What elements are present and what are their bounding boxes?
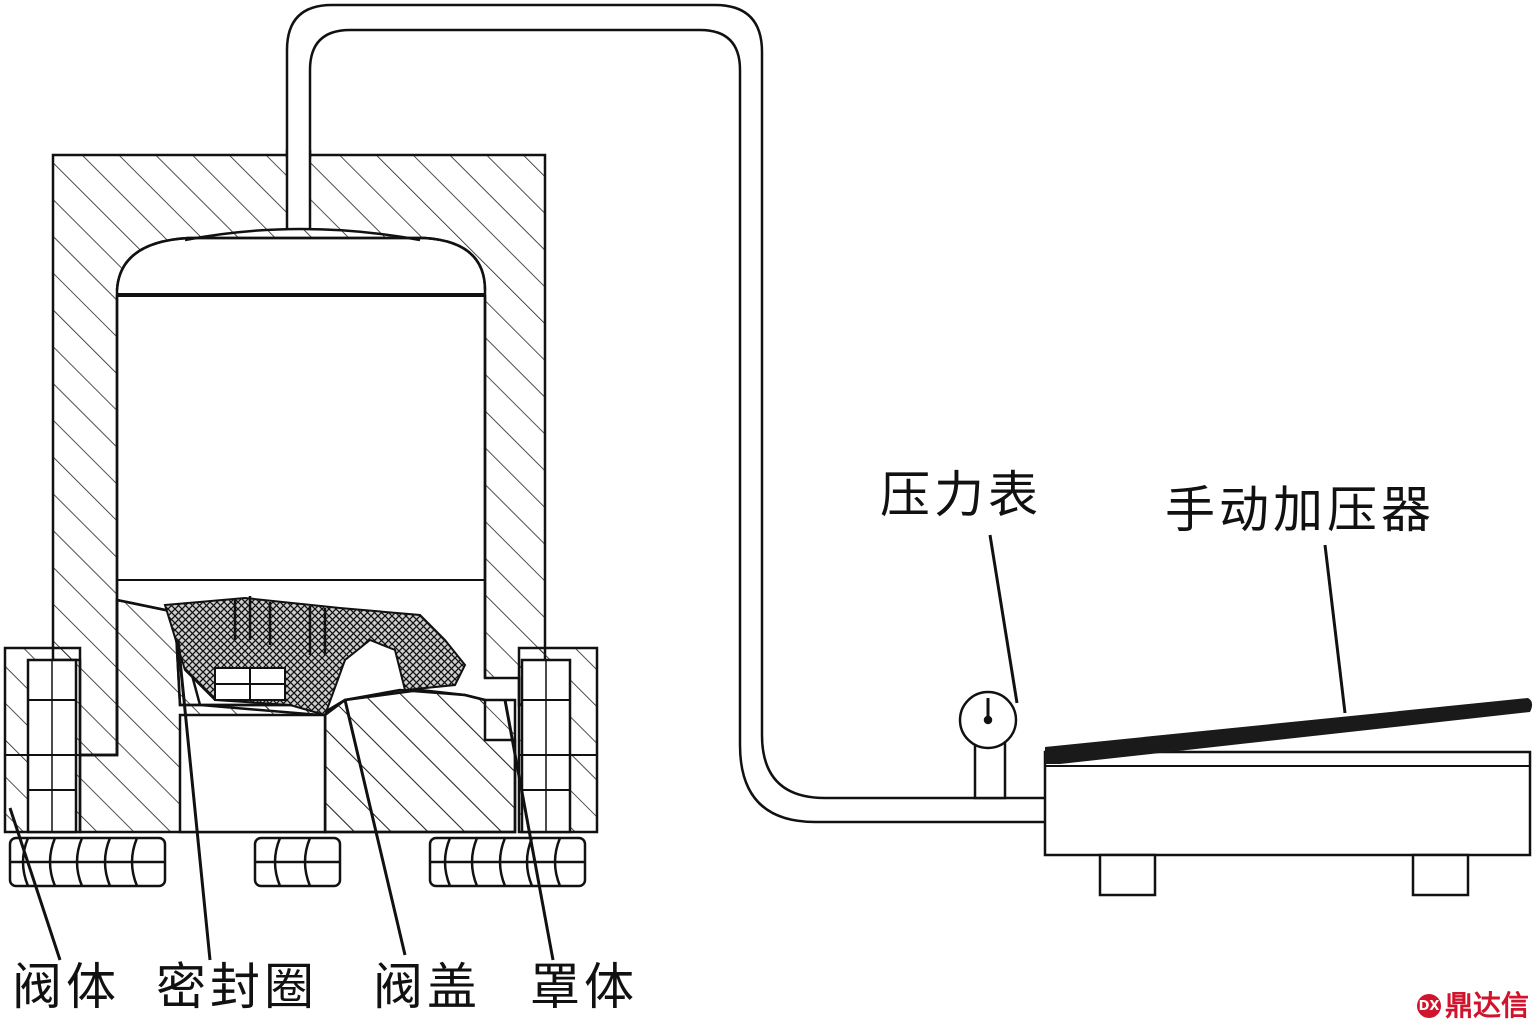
valve-assembly [3, 150, 599, 888]
label-bonnet: 阀盖 [373, 958, 481, 1016]
nut-group-left [8, 836, 167, 888]
pressure-gauge-device [958, 690, 1018, 800]
leader-lines [8, 534, 1347, 961]
label-manual-pump: 手动加压器 [1165, 481, 1435, 539]
badge-logo-icon: DX [1416, 994, 1441, 1018]
manual-pump-device [1043, 698, 1533, 897]
label-seal-ring: 密封圈 [156, 958, 318, 1016]
nut-group-center [253, 836, 342, 888]
label-cover: 罩体 [530, 958, 638, 1016]
label-valve-body: 阀体 [12, 958, 120, 1016]
pressure-pipe [285, 3, 1045, 824]
nut-group-right [428, 836, 587, 888]
pump-lever [1045, 698, 1533, 764]
watermark: DX 鼎达信 [1416, 989, 1529, 1022]
label-pressure-gauge: 压力表 [880, 466, 1042, 524]
watermark-text: 鼎达信 [1444, 989, 1529, 1022]
